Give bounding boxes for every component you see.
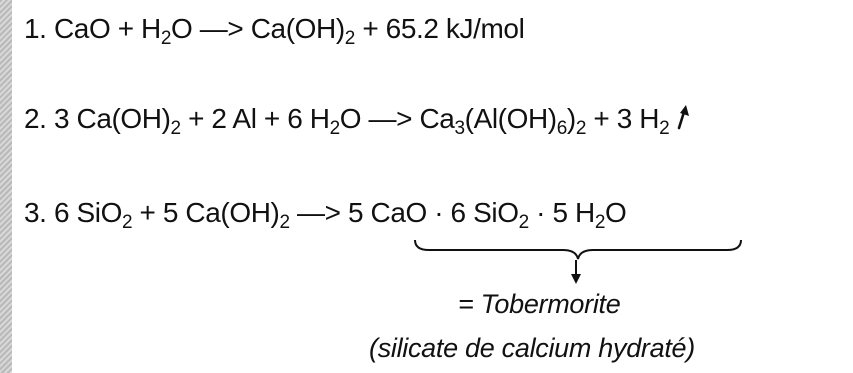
subscript: 6 — [556, 118, 568, 139]
reaction-3-part: —> 5 CaO · 6 SiO — [289, 197, 519, 228]
curly-brace-icon — [414, 239, 742, 260]
left-border-strip — [0, 0, 12, 373]
reaction-3-part: · 5 H — [528, 197, 595, 228]
reaction-2-number: 2. — [24, 103, 47, 134]
reaction-1-reactants-a: CaO + H — [53, 13, 161, 44]
subscript: 3 — [454, 118, 465, 139]
reaction-2-part: O —> Ca — [339, 103, 455, 134]
subscript: 2 — [121, 212, 133, 233]
reaction-1-products: O —> Ca(OH) — [171, 13, 345, 44]
down-arrow-icon — [571, 260, 581, 284]
reaction-2-part: + 2 Al + 6 H — [180, 103, 330, 134]
subscript: 2 — [170, 118, 182, 139]
subscript: 2 — [279, 212, 290, 233]
reaction-1: 1. CaO + H2O —> Ca(OH)2 + 65.2 kJ/mol — [24, 12, 525, 49]
reaction-3-part: O — [605, 197, 627, 228]
reaction-1-energy: + 65.2 kJ/mol — [354, 13, 525, 44]
subscript: 2 — [575, 118, 587, 139]
reaction-2-part: + 3 H — [586, 103, 660, 134]
reaction-2-part: ) — [566, 103, 576, 134]
reaction-3-part: + 5 Ca(OH) — [132, 197, 280, 228]
reaction-2-part: (Al(OH) — [464, 103, 557, 134]
reaction-3-number: 3. — [24, 197, 47, 228]
product-name: = Tobermorite — [458, 289, 621, 319]
up-arrow-icon — [677, 105, 690, 130]
reaction-1-number: 1. — [24, 13, 47, 44]
subscript: 2 — [518, 212, 530, 233]
reaction-2: 2. 3 Ca(OH)2 + 2 Al + 6 H2O —> Ca3(Al(OH… — [24, 102, 690, 139]
reaction-3: 3. 6 SiO2 + 5 Ca(OH)2 —> 5 CaO · 6 SiO2 … — [24, 196, 627, 233]
reaction-2-part: 3 Ca(OH) — [53, 103, 171, 134]
subscript: 2 — [659, 118, 670, 139]
reaction-3-part: 6 SiO — [53, 197, 122, 228]
subscript: 2 — [344, 28, 356, 49]
subscript: 2 — [329, 118, 341, 139]
product-description: (silicate de calcium hydraté) — [369, 333, 695, 363]
subscript: 2 — [160, 28, 172, 49]
subscript: 2 — [594, 212, 606, 233]
